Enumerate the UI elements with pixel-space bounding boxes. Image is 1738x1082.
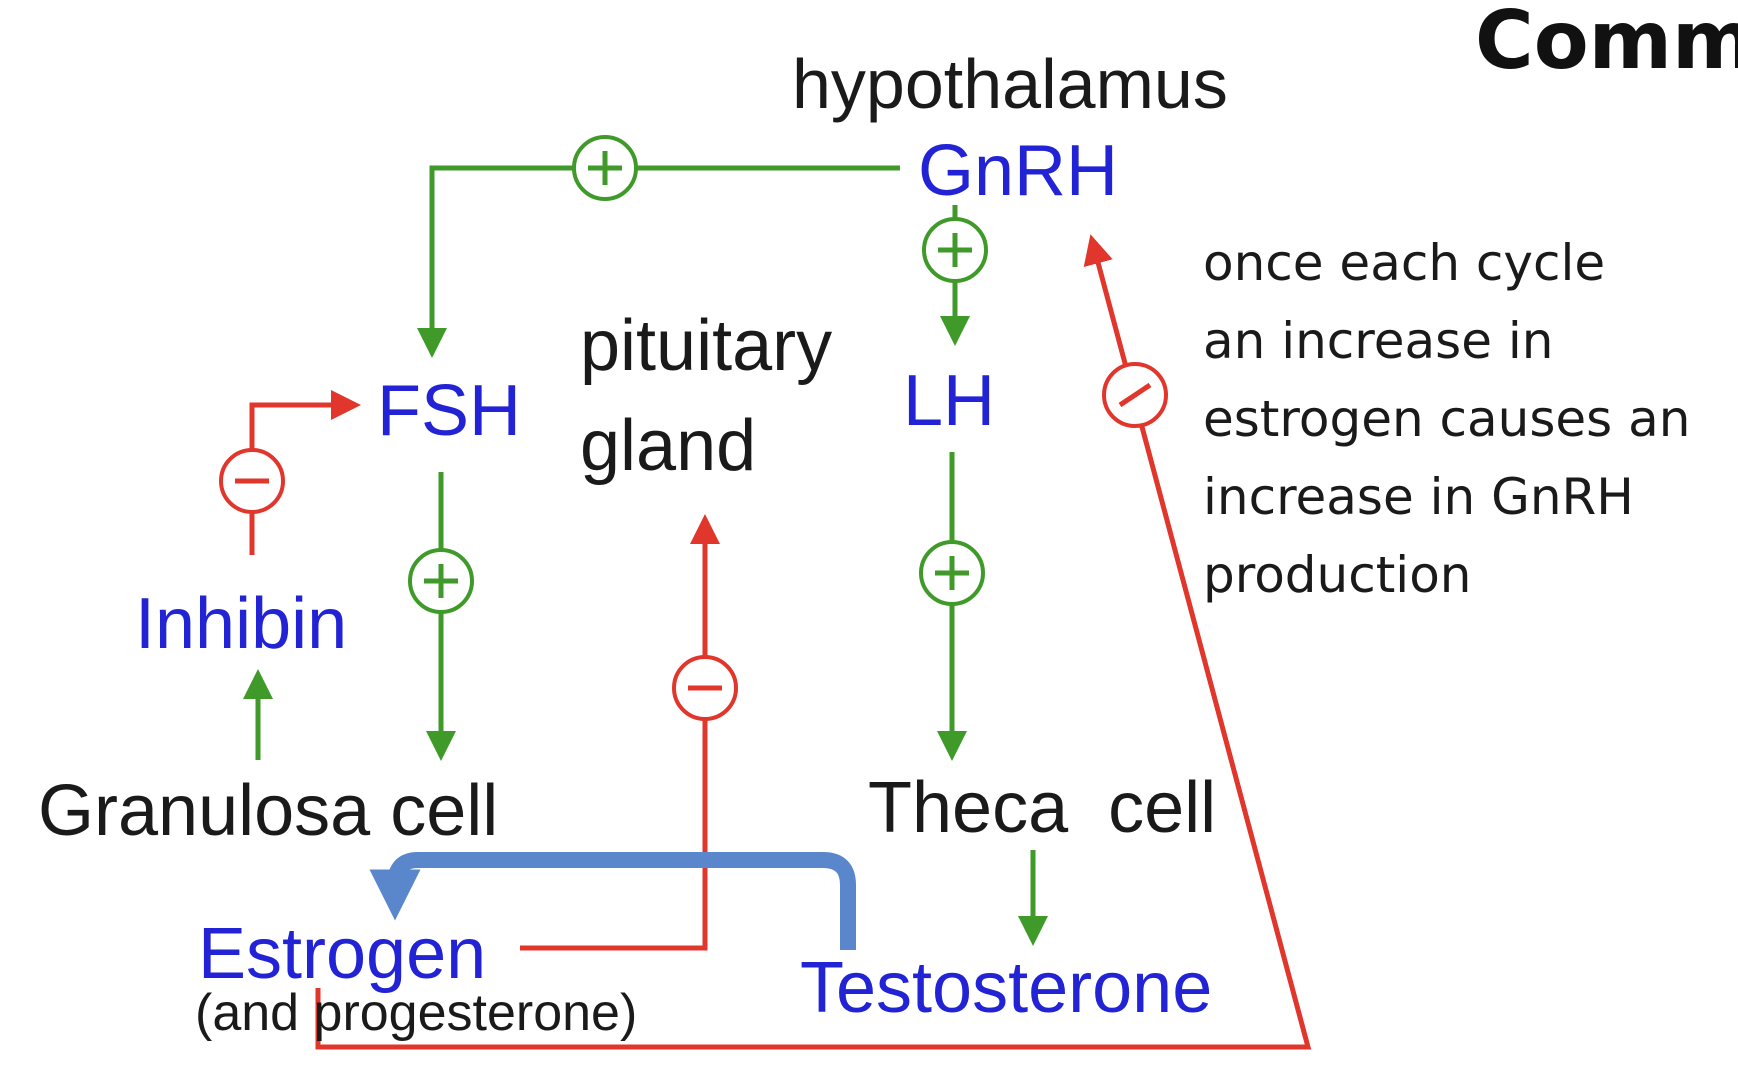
- estrogen-to-pituitary-arrow: [520, 514, 720, 951]
- fsh-granulosa-plus-icon: [408, 548, 474, 614]
- lh-theca-plus-icon: [919, 540, 985, 606]
- progesterone-label: (and progesterone): [195, 984, 637, 1042]
- inhibin-label: Inhibin: [135, 584, 347, 664]
- side-note-line: once each cycle: [1203, 234, 1605, 292]
- gnrh-label: GnRH: [918, 131, 1118, 211]
- side-note: once each cycle an increase in estrogen …: [1203, 234, 1690, 604]
- gnrh-lh-plus-icon: [922, 217, 988, 283]
- estrogen-label: Estrogen: [198, 914, 486, 994]
- pituitary-label-line2: gland: [580, 406, 756, 486]
- estrogen-pituitary-minus-icon: [672, 655, 738, 721]
- granulosa-cell-label: Granulosa cell: [38, 771, 498, 851]
- side-note-line: increase in GnRH: [1203, 468, 1634, 526]
- estrogen-gnrh-minus-icon: [1102, 362, 1168, 428]
- side-note-line: production: [1203, 546, 1471, 604]
- pituitary-label-line1: pituitary: [580, 306, 832, 386]
- testosterone-to-estrogen-arrow: [369, 852, 856, 950]
- estrogen-to-gnrh-arrow: [315, 234, 1312, 1050]
- hypothalamus-label: hypothalamus: [792, 45, 1228, 123]
- side-note-line: an increase in: [1203, 312, 1553, 370]
- slide-title: Comm: [1475, 0, 1738, 87]
- gnrh-to-fsh-arrow: [417, 165, 900, 358]
- inhibin-fsh-minus-icon: [219, 448, 285, 514]
- gnrh-fsh-plus-icon: [572, 135, 638, 201]
- testosterone-label: Testosterone: [800, 948, 1212, 1028]
- lh-label: LH: [903, 361, 995, 441]
- side-note-line: estrogen causes an: [1203, 390, 1690, 448]
- fsh-label: FSH: [377, 371, 521, 451]
- theca-cell-label: Theca cell: [868, 768, 1216, 848]
